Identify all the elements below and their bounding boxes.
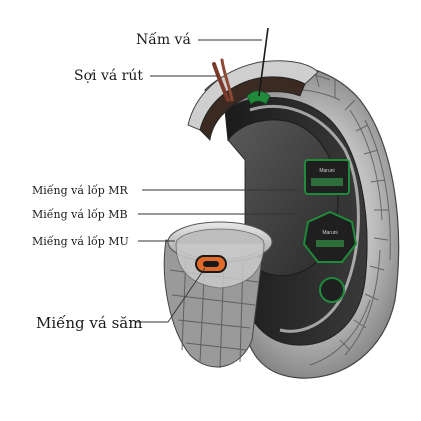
mushroom-plug-icon: [246, 27, 271, 105]
patch-mu: [319, 277, 345, 303]
label-tube-patch: Miếng vá săm: [36, 314, 143, 332]
tube-patch-icon: [195, 255, 227, 273]
label-pull-string: Sợi vá rút: [74, 68, 143, 84]
label-patch-mb: Miếng vá lốp MB: [32, 208, 128, 221]
label-mushroom-plug: Nấm vá: [136, 32, 191, 48]
inner-tube: [163, 221, 273, 369]
leader-line-tube: [136, 267, 206, 323]
label-patch-mu: Miếng vá lốp MU: [32, 235, 129, 248]
repair-string-icon: [212, 58, 234, 102]
patch-mb: Maruni: [302, 210, 358, 263]
label-patch-mr: Miếng vá lốp MR: [32, 184, 128, 197]
patch-mb-brand: Maruni: [322, 230, 337, 236]
patch-mr-brand: Maruni: [319, 168, 334, 174]
patch-mr: Maruni: [304, 159, 350, 195]
